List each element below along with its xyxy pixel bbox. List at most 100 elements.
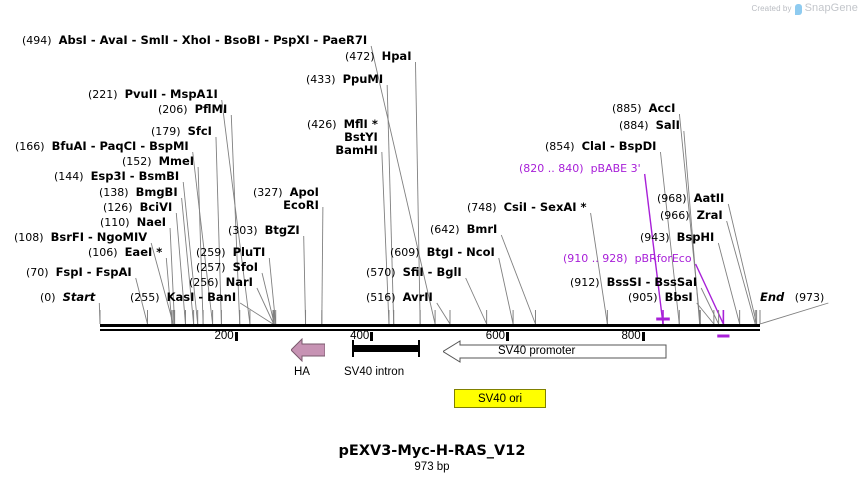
terminus-name: End [760,290,785,304]
enzyme-site-label[interactable]: (494) AbsI - AvaI - SmlI - XhoI - BsoBI … [22,33,368,48]
enzyme-name: PaqCI [99,139,137,153]
enzyme-leader-line [261,272,275,325]
enzyme-leader-line [370,45,436,325]
enzyme-leader-line [759,302,829,325]
site-position: (748) [467,201,504,214]
ruler-tick-label: 400 [350,330,370,342]
enzyme-site-label[interactable]: (433) PpuMI [306,73,383,87]
enzyme-site-label[interactable]: (70) FspI - FspAI [26,266,132,280]
enzyme-name: BmgBI [135,185,178,199]
name-separator: - [84,230,97,244]
enzyme-name: BfuAI [51,139,87,153]
enzyme-site-label[interactable]: (912) BssSI - BssSaI [570,275,697,290]
primer-label[interactable]: (820 .. 840) pBABE 3' [519,162,641,175]
enzyme-site-label[interactable]: (138) BmgBI [99,185,178,200]
enzyme-site-label[interactable]: (642) BmrI [430,223,497,237]
terminus-name: Start [62,290,96,304]
enzyme-site-label[interactable]: (885) AccI [612,102,675,116]
enzyme-site-label[interactable]: (179) SfcI [151,125,212,139]
site-position: (912) [570,276,607,289]
enzyme-name: BamHI [335,143,378,157]
enzyme-name: SexAI * [539,200,587,214]
site-position: (884) [619,119,656,132]
enzyme-site-label[interactable]: (257) SfoI [196,261,258,275]
site-position: (973) [784,291,825,304]
enzyme-name: EaeI * [124,245,163,259]
enzyme-site-label[interactable]: (905) BbsI [628,291,693,305]
enzyme-site-label[interactable]: (166) BfuAI - PaqCI - BspMI [15,139,189,154]
enzyme-site-label[interactable]: (106) EaeI * [88,245,163,260]
enzyme-leader-line [181,197,195,325]
site-position: (138) [99,186,136,199]
enzyme-name: ZraI [696,208,723,222]
name-separator: - [309,33,323,47]
feature-sv40-promoter-arrow[interactable] [443,340,667,363]
enzyme-site-label[interactable]: (110) NaeI [100,216,166,230]
site-position: (108) [14,231,51,244]
feature-sv40-ori-box[interactable]: SV40 ori [454,389,546,408]
site-position: (433) [306,73,343,86]
enzyme-name: BtgI [426,245,454,259]
enzyme-name: PaeR7I [322,33,368,47]
site-position: (570) [366,266,403,279]
site-position: (70) [26,266,56,279]
enzyme-site-label[interactable]: (570) SfiI - BglI [366,265,462,280]
site-position: (221) [88,88,125,101]
enzyme-name: BglI [436,265,462,279]
enzyme-site-label[interactable]: (255) KasI - BanI [130,290,236,305]
enzyme-site-label[interactable]: (968) AatII [657,192,724,206]
enzyme-site-label[interactable]: (221) PvuII - MspA1I [88,87,218,102]
feature-ha-arrow[interactable] [291,338,325,362]
sv40-intron-cap-right [418,340,420,357]
site-position: (0) [40,291,63,304]
feature-sv40-promoter-label: SV40 promoter [498,345,576,357]
site-position: (494) [22,34,59,47]
primer-name: pBRforEco [634,252,692,265]
enzyme-site-label[interactable]: (748) CsiI - SexAI * [467,200,587,215]
terminus-label[interactable]: End (973) [760,290,825,305]
site-position: (152) [122,155,159,168]
enzyme-site-label[interactable]: (854) ClaI - BspDI [545,140,656,154]
enzyme-name: BssSI [606,275,642,289]
enzyme-leader-line [498,257,514,325]
ruler-tick-label: 800 [621,330,641,342]
enzyme-site-label[interactable]: (516) AvrII [366,291,433,305]
site-position: (166) [15,140,52,153]
enzyme-site-label[interactable]: (108) BsrFI - NgoMIV [14,230,147,245]
enzyme-name: MflI * [343,117,378,131]
enzyme-leader-line [303,235,306,325]
enzyme-site-label[interactable]: (206) PflMI [158,102,228,117]
enzyme-name: KasI [166,290,195,304]
enzyme-leader-line [268,257,277,325]
enzyme-leader-line [239,302,274,325]
enzyme-site-label[interactable]: (609) BtgI - NcoI [390,245,495,260]
enzyme-site-label[interactable]: (884) SalI [619,119,680,133]
name-separator: - [210,33,224,47]
name-separator: - [260,33,274,47]
enzyme-site-label[interactable]: (126) BciVI [103,201,172,215]
enzyme-site-label[interactable]: (259) PluTI [196,246,265,260]
site-position: (144) [54,170,91,183]
primer-label[interactable]: (910 .. 928) pBRforEco [563,252,692,265]
terminus-label[interactable]: (0) Start [40,290,96,305]
enzyme-site-label[interactable]: (966) ZraI [660,208,723,223]
site-position: (126) [103,201,140,214]
enzyme-site-label[interactable]: (152) MmeI [122,155,194,169]
site-position: (106) [88,246,125,259]
enzyme-name: BstYI [344,130,378,144]
enzyme-site-label[interactable]: (144) Esp3I - BsmBI [54,170,179,184]
enzyme-name: PflMI [194,102,228,116]
watermark-prefix: Created by [751,3,792,13]
enzyme-name: AbsI [58,33,87,47]
site-position: (256) [189,276,226,289]
enzyme-site-label[interactable]: (256) NarI [189,276,253,290]
enzyme-site-label[interactable]: (472) HpaI [345,50,411,64]
snapgene-watermark: Created by SnapGene [751,2,858,15]
feature-sv40-intron-bar[interactable] [352,345,420,352]
name-separator: - [157,87,171,101]
enzyme-site-label[interactable]: (303) BtgZI [228,224,300,238]
site-position: (179) [151,125,188,138]
enzyme-site-label[interactable]: (943) BspHI [640,231,714,245]
